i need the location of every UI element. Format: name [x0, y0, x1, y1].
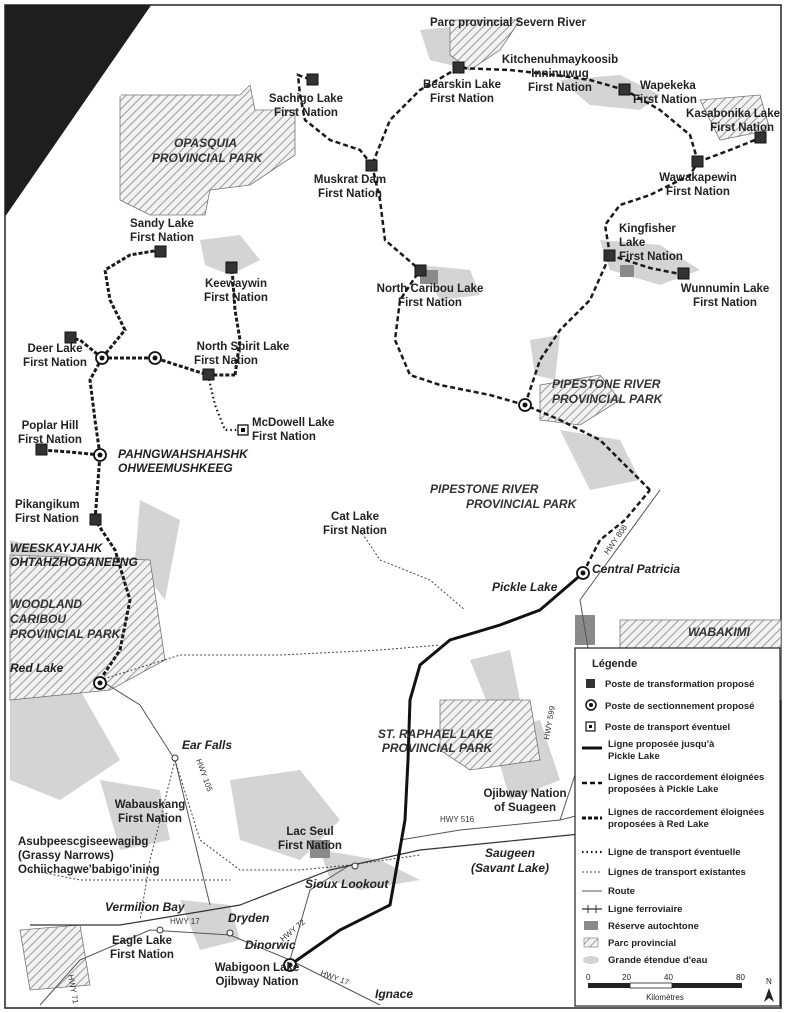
svg-text:40: 40: [664, 973, 673, 982]
legend-label-water: Grande étendue d'eau: [608, 955, 708, 966]
label-vermilion-bay: Vermilion Bay: [105, 900, 186, 914]
legend-label-transformer: Poste de transformation proposé: [605, 679, 754, 690]
legend-title: Légende: [592, 658, 637, 670]
ontario-manitoba-border: [4, 4, 151, 216]
scale-bar: 0 20 40 80 Kilomètres: [586, 973, 745, 1002]
proposed-line-pickle-lake: [289, 571, 584, 967]
existing-transmission-lines: [29, 529, 466, 921]
scale-unit: Kilomètres: [646, 993, 684, 1002]
pipestone-park-shape: [539, 374, 621, 426]
remote-lines-pickle-lake: [296, 66, 761, 574]
label-asubpeeschoseewagong: Asubpeescgiseewagibg(Grassy Narrows)Ochi…: [18, 836, 160, 876]
label-ignace: Ignace: [375, 987, 413, 1001]
svg-text:20: 20: [622, 973, 631, 982]
label-pipestone-2: PIPESTONE RIVER PROVINCIAL PARK: [430, 482, 578, 511]
legend-label-reserve: Réserve autochtone: [608, 921, 699, 932]
legend-symbol-water: [583, 956, 599, 964]
label-hwy17a: HWY 17: [170, 917, 200, 926]
legend-symbol-transformer: [586, 679, 595, 688]
svg-text:0: 0: [586, 973, 591, 982]
legend-label-railway: Ligne ferroviaire: [608, 904, 682, 915]
label-opasquia: OPASQUIA PROVINCIAL PARK: [152, 136, 264, 165]
transformer-stations: [35, 61, 767, 526]
severn-park-shape: [449, 19, 521, 71]
legend-label-possible-station: Poste de transport éventuel: [605, 722, 730, 733]
label-dryden: Dryden: [228, 911, 269, 925]
legend-symbol-park: [583, 937, 599, 948]
town-dots: [156, 754, 359, 937]
legend-box: [574, 647, 781, 1007]
label-severn-park: Parc provincial Severn River: [430, 17, 586, 29]
legend-label-road: Route: [608, 886, 635, 897]
label-wabakimi: WABAKIMI: [688, 625, 751, 639]
label-central-patricia: Central Patricia: [592, 562, 680, 576]
label-sioux-lookout: Sioux Lookout: [305, 877, 389, 891]
svg-text:N: N: [766, 977, 772, 986]
small-park-2: [19, 924, 91, 991]
st-raphael-park-shape: [439, 699, 541, 771]
remote-lines-red-lake: [41, 248, 242, 681]
label-hwy516: HWY 516: [440, 815, 475, 824]
svg-text:80: 80: [736, 973, 745, 982]
legend-label-switching: Poste de sectionnement proposé: [605, 701, 754, 712]
north-arrow-icon: N: [764, 977, 774, 1002]
opasquia-park-shape: [119, 84, 296, 216]
label-woodland: WOODLAND CARIBOU PROVINCIAL PARK: [10, 597, 122, 641]
switching-stations: [93, 351, 590, 972]
label-saugeen: Saugeen(Savant Lake): [471, 846, 549, 875]
label-pipestone-1: PIPESTONE RIVER PROVINCIAL PARK: [552, 377, 664, 406]
legend-label-existing-lines: Lignes de transport existantes: [608, 867, 746, 878]
map-frame: [4, 4, 782, 1009]
legend-label-park: Parc provincial: [608, 938, 676, 949]
town-labels: Central Patricia Pickle Lake Red Lake Ea…: [10, 562, 680, 1001]
legend-label-possible-line: Ligne de transport éventuelle: [608, 847, 741, 858]
possible-transmission-station: [237, 424, 249, 436]
label-dinorwic: Dinorwic: [245, 938, 296, 952]
legend: Légende Poste de transformation proposé …: [574, 647, 781, 1007]
label-red-lake: Red Lake: [10, 661, 64, 675]
label-pickle-lake: Pickle Lake: [492, 580, 558, 594]
legend-symbol-reserve: [584, 921, 598, 930]
label-st-raphael: ST. RAPHAEL LAKE PROVINCIAL PARK: [378, 727, 496, 755]
small-park-1: [699, 94, 771, 141]
label-ear-falls: Ear Falls: [182, 738, 232, 752]
